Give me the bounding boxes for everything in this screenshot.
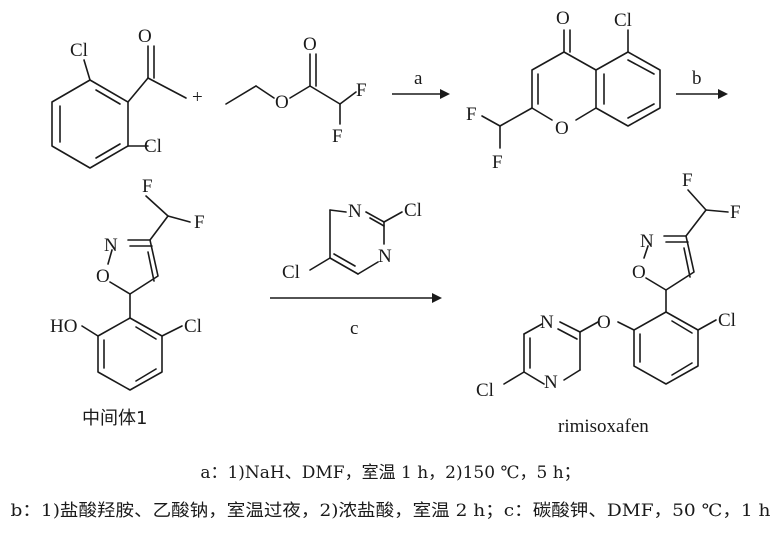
label-a: a (414, 68, 423, 89)
atom-o-ether: O (597, 312, 611, 333)
ethyl-difluoroacetate (225, 53, 357, 125)
atom-f-4: F (492, 152, 503, 173)
label-b: b (692, 68, 702, 89)
atom-cl-chromone: Cl (614, 10, 632, 31)
intermediate-label: 中间体1 (82, 408, 147, 429)
arrow-a (392, 89, 450, 99)
atom-f-8: F (730, 202, 741, 223)
atom-cl-6: Cl (718, 310, 736, 331)
atom-ho: HO (50, 316, 77, 337)
plus-sign: + (192, 87, 203, 108)
rimisoxafen (503, 189, 729, 385)
atom-f-7: F (682, 170, 693, 191)
atom-o-isoxazole-2: O (632, 262, 646, 283)
atom-f-1: F (356, 80, 367, 101)
atom-o-ketone: O (556, 8, 570, 29)
dichloroacetophenone (51, 45, 187, 169)
intermediate-1 (81, 195, 191, 391)
chlorochromone (481, 29, 661, 149)
atom-cl-7: Cl (476, 380, 494, 401)
arrow-b (676, 89, 728, 99)
atom-o-ester: O (275, 92, 289, 113)
atom-n-1: N (104, 235, 118, 256)
dichloropyrimidine (309, 209, 403, 275)
atom-f-5: F (142, 176, 153, 197)
atom-f-6: F (194, 212, 205, 233)
atom-cl-5: Cl (282, 262, 300, 283)
atom-n-5: N (540, 312, 554, 333)
atom-cl-4: Cl (404, 200, 422, 221)
atom-n-2: N (348, 201, 362, 222)
atom-cl-2: Cl (144, 136, 162, 157)
atom-n-3: N (378, 246, 392, 267)
atom-cl-1: Cl (70, 40, 88, 61)
atom-o-ring: O (555, 118, 569, 139)
conditions-line-2: b：1)盐酸羟胺、乙酸钠，室温过夜，2)浓盐酸，室温 2 h；c：碳酸钾、DMF… (11, 501, 771, 521)
atom-f-3: F (466, 104, 477, 125)
atom-n-6: N (544, 372, 558, 393)
arrow-c (270, 293, 442, 303)
atom-o-isoxazole-1: O (96, 266, 110, 287)
label-c: c (350, 318, 358, 339)
atom-o-carbonyl: O (303, 34, 317, 55)
product-label: rimisoxafen (558, 416, 649, 437)
atom-f-2: F (332, 126, 343, 147)
atom-cl-3: Cl (184, 316, 202, 337)
conditions-line-1: a：1)NaH、DMF，室温 1 h，2)150 ℃，5 h； (200, 463, 580, 483)
atom-n-4: N (640, 231, 654, 252)
atom-o-1: O (138, 26, 152, 47)
